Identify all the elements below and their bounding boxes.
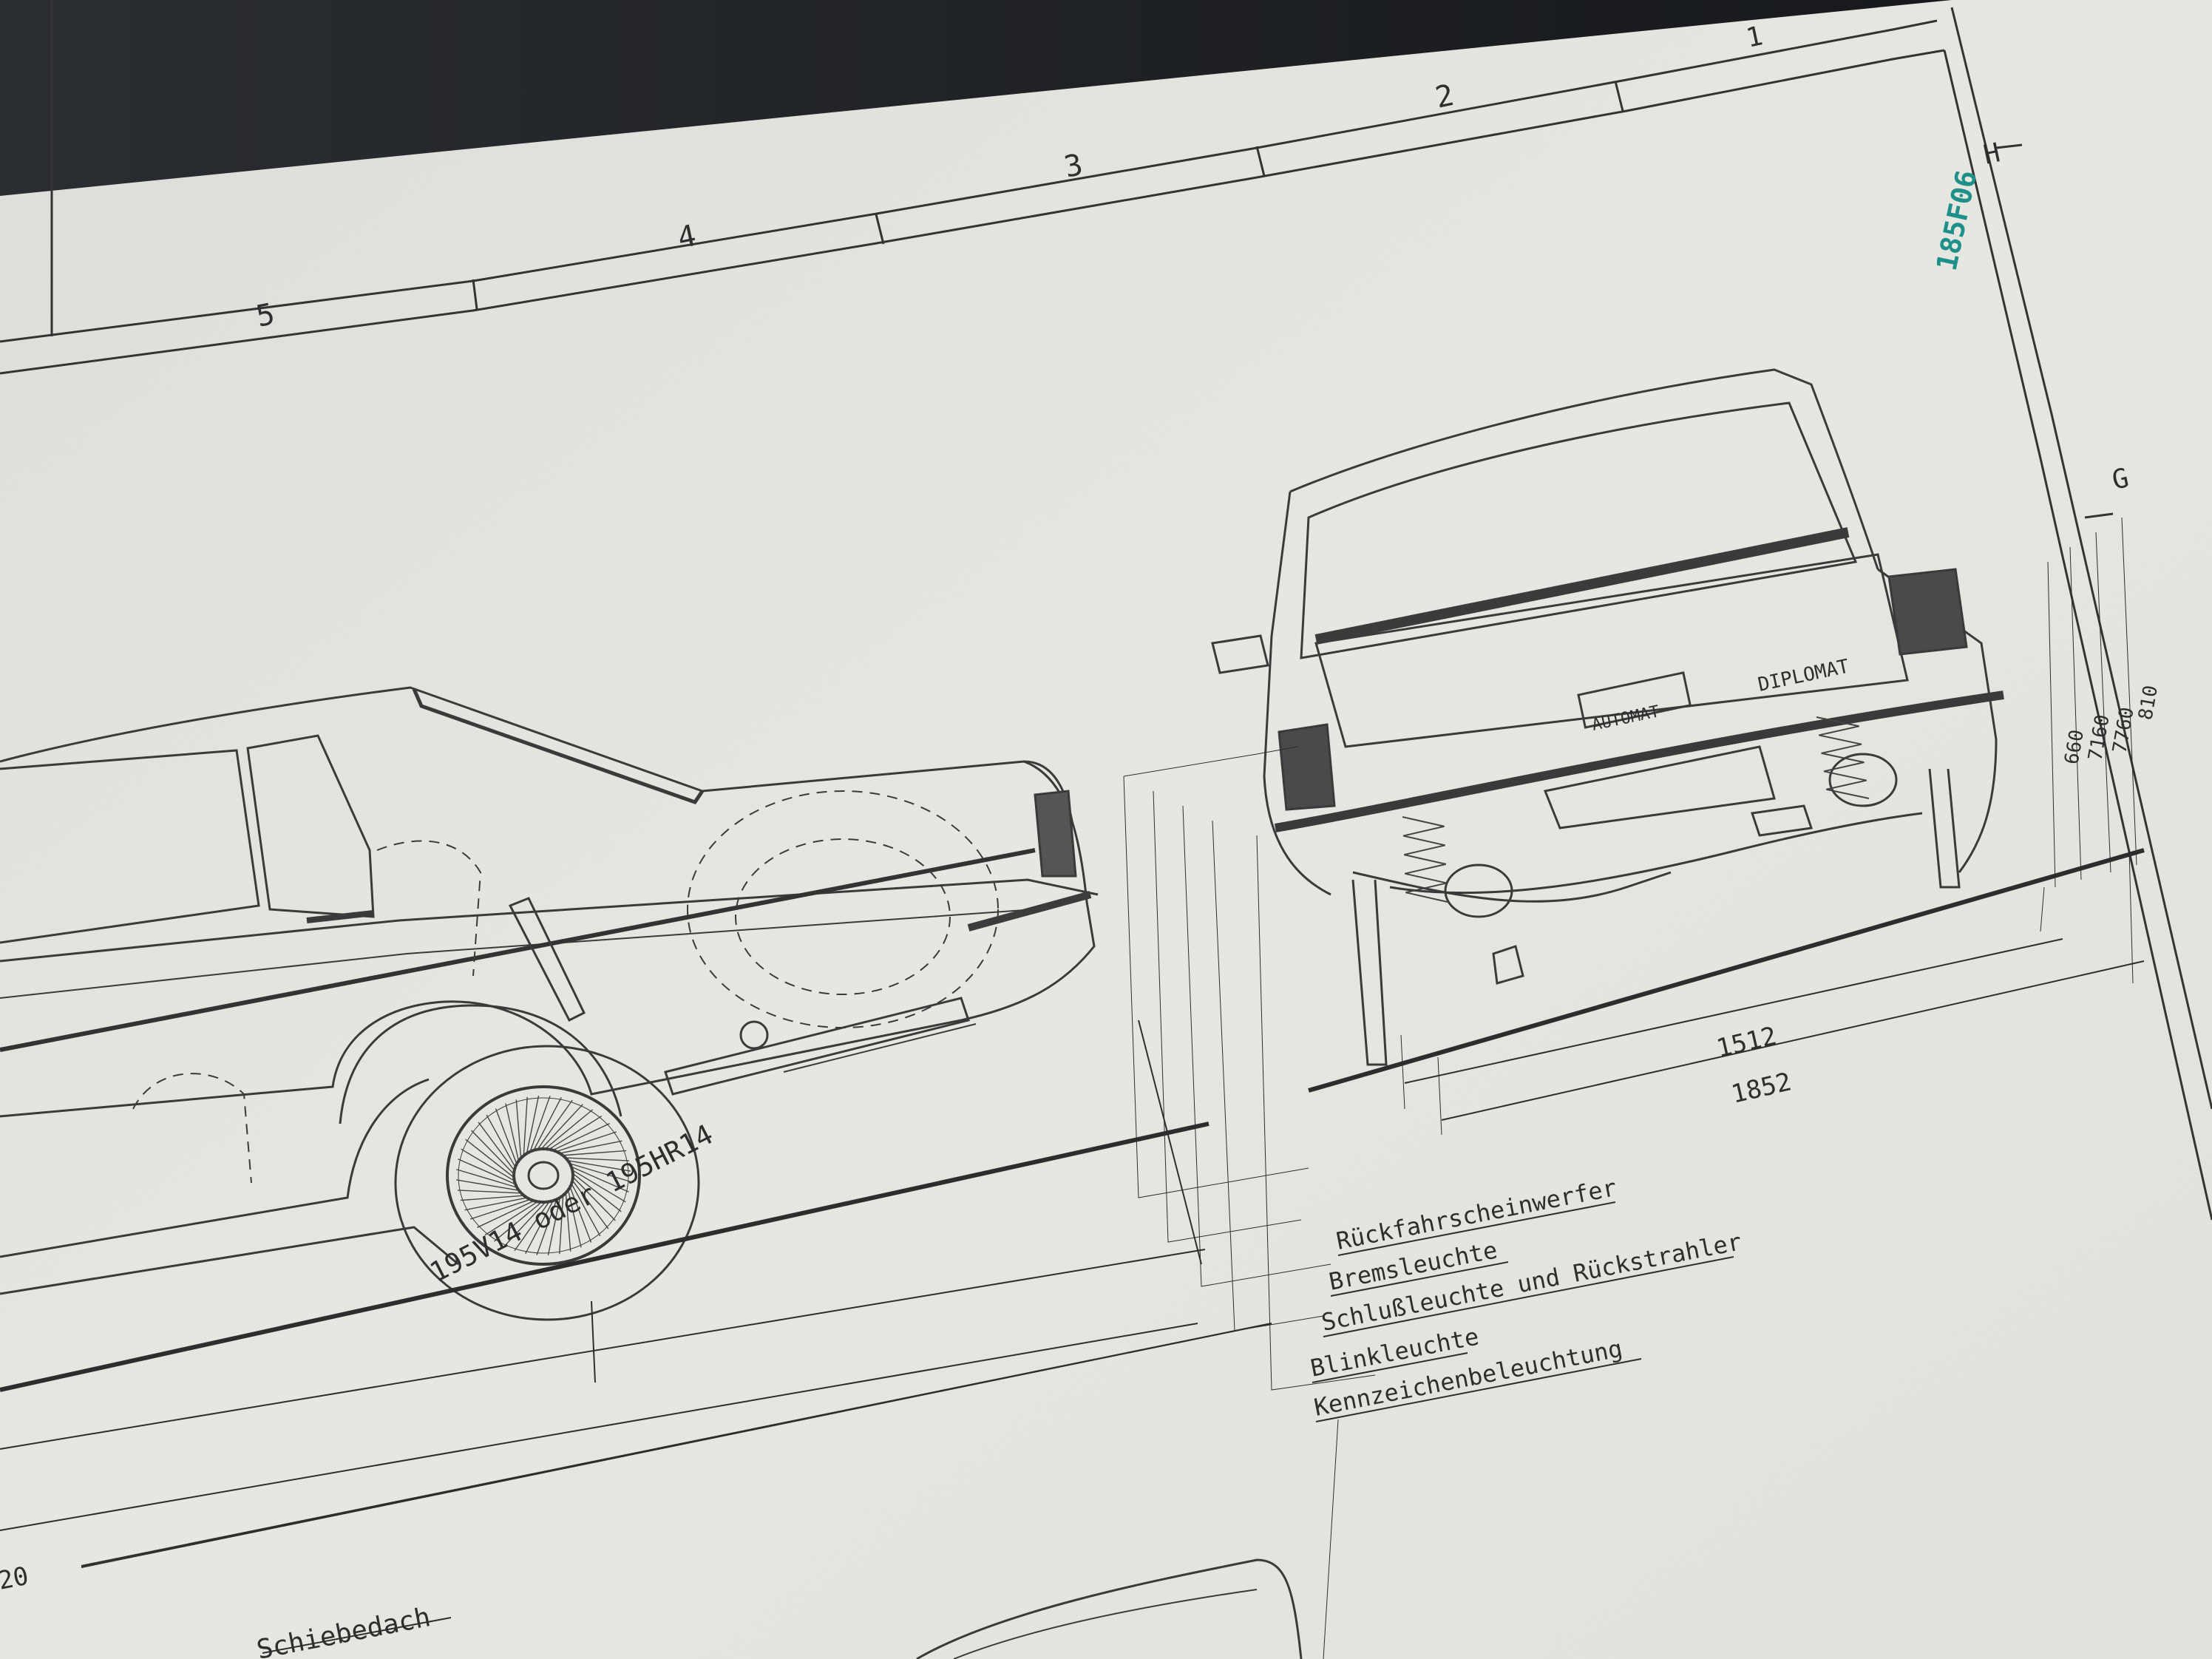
wheel-spoke xyxy=(478,1122,516,1173)
wheel-spoke xyxy=(456,1179,521,1192)
wheel-spoke xyxy=(456,1169,520,1189)
wheel-spoke xyxy=(469,1198,533,1220)
wheel-spoke xyxy=(557,1140,622,1155)
wheel-spoke xyxy=(523,1096,528,1158)
wheel-spoke xyxy=(457,1190,524,1194)
wheel-spoke xyxy=(525,1198,555,1255)
zone-numbers: 1 2 3 4 5 H G xyxy=(254,21,2132,496)
wheel-spoke xyxy=(563,1157,630,1161)
wheel-spoke xyxy=(495,1108,518,1167)
wheel-spoke xyxy=(505,1103,520,1164)
wheel-spokes xyxy=(456,1096,631,1255)
wheel-spoke xyxy=(515,1099,522,1161)
wheel-spoke xyxy=(571,1175,616,1221)
wheel-spoke xyxy=(546,1115,603,1151)
wheel-spoke xyxy=(571,1178,609,1229)
wheel-spoke xyxy=(569,1184,592,1243)
wheel-spoke xyxy=(526,1096,540,1156)
partial-dimension-number: 20 xyxy=(0,1561,31,1596)
wheel-spoke xyxy=(465,1139,516,1179)
wheel-spoke xyxy=(570,1181,601,1237)
wheel-spoke xyxy=(560,1150,627,1156)
wheel-spoke xyxy=(461,1148,517,1183)
wheel-spoke xyxy=(484,1200,540,1236)
car-rear-view xyxy=(1211,368,2004,1066)
wheel-spoke xyxy=(554,1131,617,1153)
wheel-spoke xyxy=(477,1199,537,1228)
wheel-spoke xyxy=(543,1109,594,1151)
wheel-spoke xyxy=(559,1192,564,1255)
wheel-spoke xyxy=(539,1104,583,1151)
wheel-spoke xyxy=(536,1197,558,1255)
wheel-spoke xyxy=(550,1123,610,1152)
wheel-spoke xyxy=(567,1187,582,1248)
wheel-spoke xyxy=(529,1096,551,1154)
suspension-springs xyxy=(1402,716,1870,903)
wheel-spoke xyxy=(532,1096,562,1153)
wheel-spoke xyxy=(464,1196,530,1211)
wheel-spoke xyxy=(565,1190,571,1252)
wheel-spoke xyxy=(547,1195,561,1255)
wheel-spoke xyxy=(460,1195,526,1201)
wheel-spoke xyxy=(471,1130,516,1176)
wheel-spoke xyxy=(571,1172,622,1212)
coil-spring xyxy=(1402,816,1448,903)
wheel-spoke xyxy=(503,1200,548,1247)
rear-dimension-lines xyxy=(1123,517,2145,1659)
coil-spring xyxy=(1816,716,1870,799)
wheel-spoke xyxy=(569,1165,629,1192)
side-ground-lines xyxy=(0,1020,1272,1568)
wheel-spoke xyxy=(535,1099,573,1152)
wheel-spoke xyxy=(566,1159,631,1172)
wheel-spoke xyxy=(514,1199,552,1252)
wheel-spoke xyxy=(567,1162,631,1182)
wheel-spoke xyxy=(458,1158,518,1186)
wheel-spoke xyxy=(486,1114,517,1170)
drawing-frame xyxy=(0,0,2212,1221)
car-side-view xyxy=(0,686,1099,1321)
wheel-spoke xyxy=(570,1168,626,1203)
wheel-spoke xyxy=(493,1200,544,1242)
